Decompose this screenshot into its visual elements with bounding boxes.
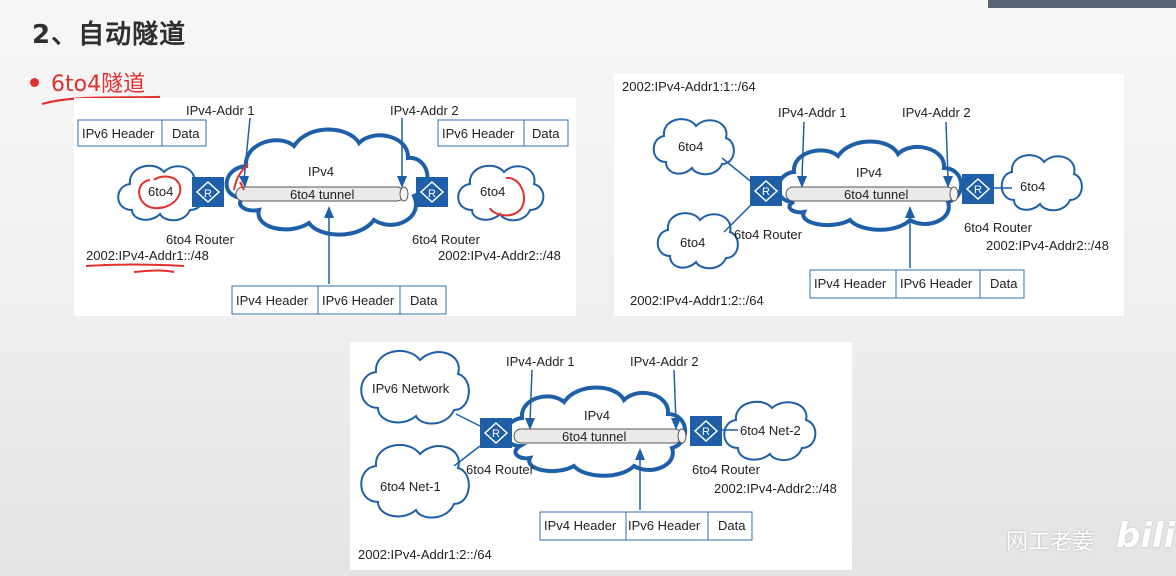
diagram-panel-3: R R IPv4-Addr 1 IPv4-Addr 2 IPv4 6to4 tu… (350, 342, 852, 570)
ipv4-addr2-label: IPv4-Addr 2 (902, 105, 971, 120)
net1-label: 6to4 Net-1 (380, 479, 441, 494)
left-router-symbol: R (492, 428, 500, 440)
site-watermark: bilib (1116, 516, 1176, 556)
bottom-ipv4-header: IPv4 Header (544, 518, 617, 533)
left-top-site-cloud (652, 118, 735, 176)
bottom-ipv4-header: IPv4 Header (236, 293, 309, 308)
ipv6-network-cloud (360, 350, 470, 425)
bottom-prefix: 2002:IPv4-Addr1:2::/64 (358, 547, 492, 562)
diagram-panel-2: R R 2002:IPv4-Addr1:1::/64 IPv4-Addr 1 I… (614, 74, 1124, 316)
left-bottom-site-label: 6to4 (680, 235, 705, 250)
net2-label: 6to4 Net-2 (740, 423, 801, 438)
ipv4-cloud-label: IPv4 (584, 408, 610, 423)
left-router-label: 6to4 Router (734, 227, 803, 242)
bottom-ipv4-header: IPv4 Header (814, 276, 887, 291)
net2-cloud (723, 400, 817, 461)
right-router-label: 6to4 Router (964, 220, 1033, 235)
ipv4-cloud-label: IPv4 (856, 165, 882, 180)
ipv4-cloud (224, 127, 430, 237)
section-heading: 2、自动隧道 (32, 20, 187, 50)
bottom-ipv6-header: IPv6 Header (900, 276, 973, 291)
tunnel-label: 6to4 tunnel (290, 187, 354, 202)
red-underline-annotation (41, 95, 161, 106)
bullet-text: 6to4隧道 (51, 72, 146, 97)
left-top-site-label: 6to4 (678, 139, 703, 154)
right-site-label: 6to4 (480, 184, 505, 199)
bottom-data: Data (410, 293, 438, 308)
right-site-cloud (1000, 154, 1083, 212)
left-router-symbol: R (762, 186, 770, 198)
right-ipv6-header: IPv6 Header (442, 126, 515, 141)
left-router-label: 6to4 Router (166, 232, 235, 247)
author-watermark: 网工老姜 (1006, 530, 1095, 555)
ipv4-addr2-label: IPv4-Addr 2 (630, 354, 699, 369)
left-site-label: 6to4 (148, 184, 173, 199)
bullet-dot-icon (30, 77, 39, 87)
ipv6-network-label: IPv6 Network (372, 381, 450, 396)
bottom-data: Data (990, 276, 1018, 291)
tunnel-label: 6to4 tunnel (562, 429, 626, 444)
ipv4-cloud (776, 139, 964, 232)
diagram-panel-1: R R IPv4-Addr 1 IPv4-Addr 2 IPv6 Header … (74, 98, 576, 316)
ipv4-addr2-label: IPv4-Addr 2 (390, 103, 459, 118)
red-annotations (85, 163, 525, 273)
ipv4-addr1-label: IPv4-Addr 1 (186, 103, 255, 118)
bullet-item: 6to4隧道 (30, 66, 145, 98)
left-data: Data (172, 126, 200, 141)
bottom-data: Data (718, 518, 746, 533)
left-router-symbol: R (204, 188, 212, 200)
right-prefix: 2002:IPv4-Addr2::/48 (714, 481, 837, 496)
webcam-overlay (988, 0, 1176, 8)
left-ipv6-header: IPv6 Header (82, 126, 155, 141)
tunnel-label: 6to4 tunnel (844, 187, 908, 202)
right-site-label: 6to4 (1020, 179, 1045, 194)
right-router-symbol: R (974, 184, 982, 196)
bottom-ipv6-header: IPv6 Header (322, 293, 395, 308)
top-prefix: 2002:IPv4-Addr1:1::/64 (622, 79, 756, 94)
right-router-label: 6to4 Router (412, 232, 481, 247)
left-bottom-site-cloud (656, 212, 739, 270)
ipv4-cloud-label: IPv4 (308, 164, 334, 179)
right-prefix: 2002:IPv4-Addr2::/48 (438, 248, 561, 263)
left-prefix: 2002:IPv4-Addr1::/48 (86, 248, 209, 263)
left-router-label: 6to4 Router (466, 462, 535, 477)
right-router-symbol: R (428, 188, 436, 200)
ipv4-addr1-label: IPv4-Addr 1 (506, 354, 575, 369)
right-router-label: 6to4 Router (692, 462, 761, 477)
bottom-ipv6-header: IPv6 Header (628, 518, 701, 533)
net1-cloud (360, 444, 470, 519)
right-prefix: 2002:IPv4-Addr2::/48 (986, 238, 1109, 253)
right-data: Data (532, 126, 560, 141)
ipv4-addr1-label: IPv4-Addr 1 (778, 105, 847, 120)
right-router-symbol: R (702, 426, 710, 438)
bottom-prefix: 2002:IPv4-Addr1:2::/64 (630, 293, 764, 308)
